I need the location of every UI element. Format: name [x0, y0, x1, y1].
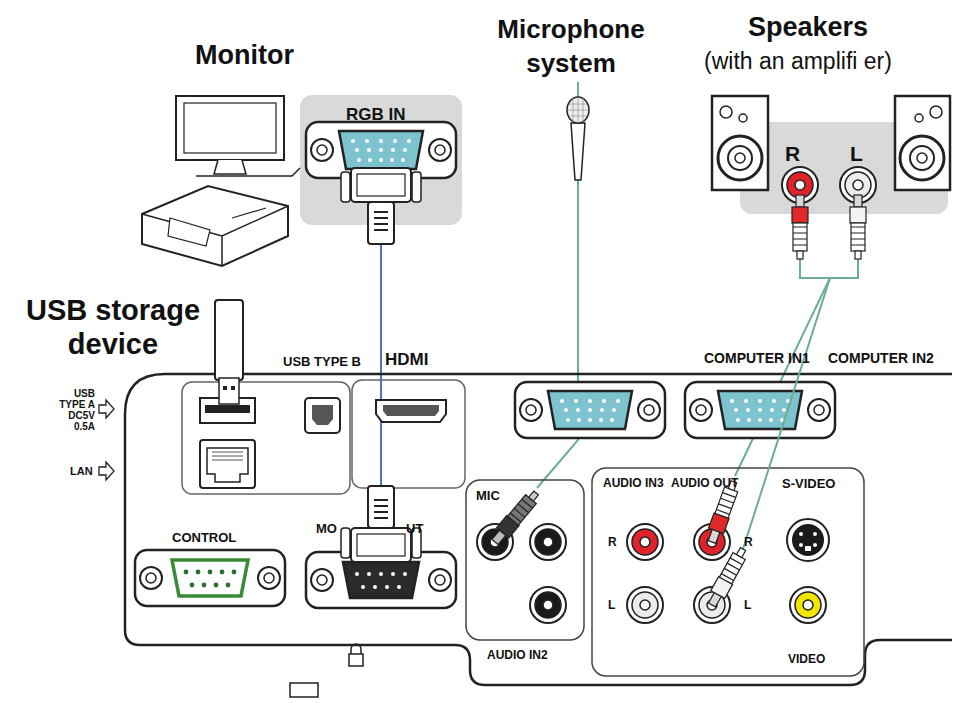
- node-text: (with an amplifi er): [704, 48, 892, 75]
- port-label: HDMI: [385, 350, 428, 370]
- node-text: RGB IN: [346, 105, 406, 125]
- cable-connector: [735, 214, 830, 476]
- microphone-illustration: [567, 97, 589, 180]
- cable-plug: [341, 168, 866, 609]
- node-text: Microphone system: [470, 12, 672, 80]
- channel-label: L: [744, 598, 751, 612]
- channel-label: R: [744, 535, 753, 549]
- monitor-illustration: [176, 96, 300, 176]
- panel-outline: [125, 374, 952, 685]
- channel-label: R: [785, 142, 800, 166]
- port-label: USB TYPE B: [283, 354, 361, 369]
- microphone-label: Microphone system: [470, 12, 672, 82]
- lan-port: [200, 440, 255, 488]
- port-label: VIDEO: [788, 652, 825, 666]
- usb-device-label: USB storage device: [8, 293, 218, 365]
- usb-stick: [215, 300, 243, 404]
- node-text: Monitor: [195, 40, 294, 71]
- node-text: USB storage device: [8, 293, 218, 361]
- port-label: COMPUTER IN1: [704, 350, 810, 366]
- usb-b-port: [305, 398, 340, 433]
- monitor-out-port: MO UT: [310, 515, 452, 610]
- node-text: UT: [406, 521, 423, 536]
- mic-jack: MIC: [470, 488, 570, 578]
- db9-port: [135, 550, 456, 608]
- speaker-box: Speakers(with an amplifi er): [740, 122, 948, 214]
- channel-label: R: [608, 535, 617, 549]
- port-label: AUDIO IN3: [603, 476, 664, 490]
- port-label: COMPUTER IN2: [828, 350, 934, 366]
- vga-port: [515, 382, 835, 438]
- port-label: LAN: [70, 465, 93, 477]
- port-label: USB TYPE A DC5V 0.5A: [55, 388, 95, 432]
- lock-symbol: [290, 644, 363, 697]
- audio-jack: [477, 524, 826, 623]
- channel-label: L: [608, 598, 615, 612]
- cable-connector: [537, 82, 578, 488]
- node-text: Speakers: [748, 12, 868, 43]
- channel-label: L: [850, 142, 863, 166]
- cable-connector: [380, 225, 382, 515]
- s-video-jack: [787, 519, 829, 561]
- cable-wire: [743, 259, 858, 549]
- usb-port: [200, 398, 255, 423]
- projector-illustration: [142, 186, 288, 266]
- node-text: MIC: [476, 488, 500, 503]
- arrow-symbol: [99, 400, 114, 480]
- node-text: AUDIO OUT: [671, 476, 738, 490]
- node-text: MO: [316, 521, 337, 536]
- port-label: CONTROL: [172, 530, 236, 545]
- monitor-port-box: MonitorRGB IN: [300, 95, 462, 225]
- port-label: AUDIO IN2: [487, 648, 548, 662]
- port-label: S-VIDEO: [782, 476, 835, 491]
- hdmi-port: [376, 400, 446, 422]
